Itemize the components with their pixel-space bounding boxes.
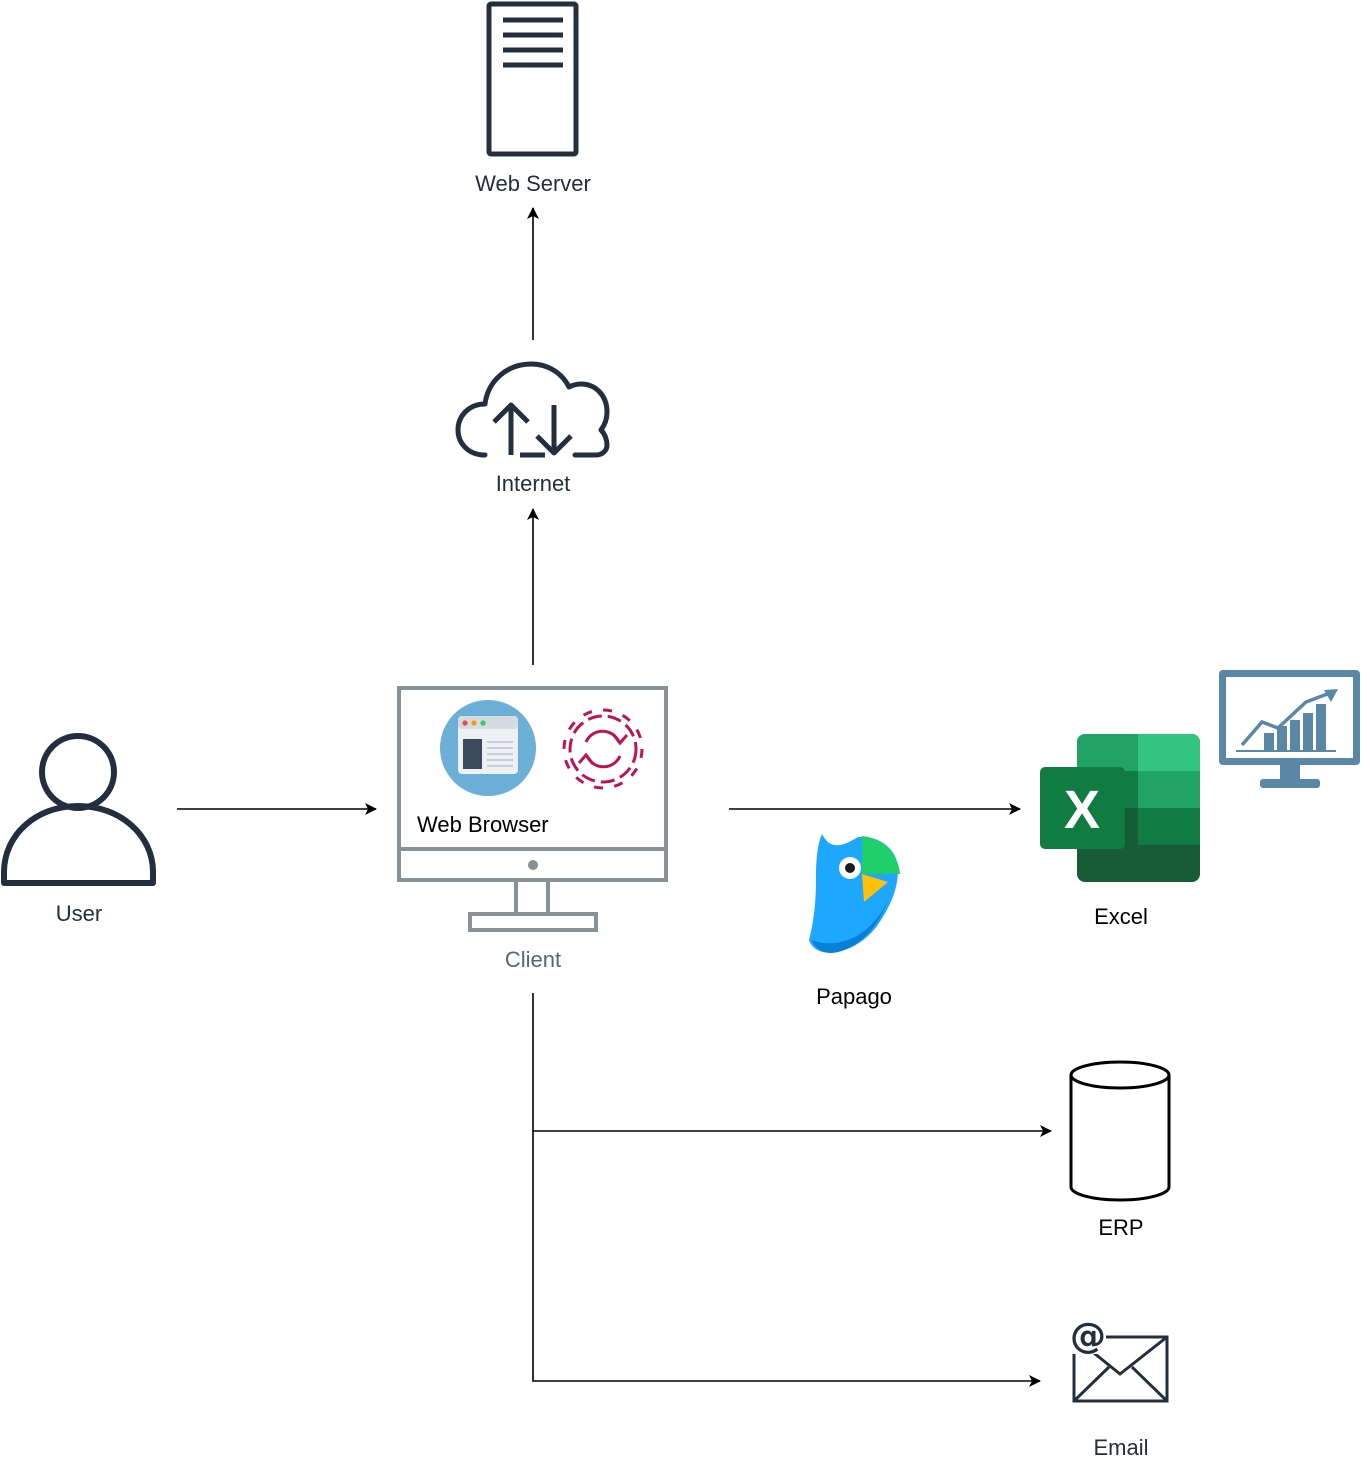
email-at-symbol: @ [1070, 1316, 1106, 1357]
excel-label: Excel [1094, 904, 1148, 929]
erp-node[interactable]: ERP [1069, 1060, 1171, 1240]
web-browser-label: Web Browser [417, 812, 549, 837]
email-envelope-icon: @ [1070, 1316, 1169, 1403]
edge-client-to-email [532, 1131, 1041, 1387]
papago-node[interactable]: Papago [809, 834, 900, 1009]
cloud-upload-download-icon [455, 361, 610, 458]
user-node[interactable]: User [1, 733, 156, 926]
database-cylinder-icon [1069, 1060, 1171, 1202]
erp-label: ERP [1098, 1215, 1143, 1240]
excel-node[interactable]: X Excel [1040, 670, 1360, 929]
web-server-node[interactable]: Web Server [475, 1, 591, 196]
internet-label: Internet [496, 471, 571, 496]
papago-parrot-icon [809, 834, 900, 953]
analytics-monitor-icon [1219, 670, 1360, 788]
excel-logo-letter: X [1064, 780, 1100, 840]
user-label: User [56, 901, 102, 926]
internet-node[interactable]: Internet [455, 361, 610, 496]
excel-logo-icon: X [1040, 734, 1200, 882]
gear-sync-icon [562, 708, 644, 790]
email-label: Email [1093, 1435, 1148, 1460]
papago-label: Papago [816, 984, 892, 1009]
client-label: Client [505, 947, 561, 972]
user-icon [1, 733, 156, 886]
browser-window-icon [440, 700, 536, 796]
client-node[interactable]: Web Browser Client [397, 686, 668, 972]
server-icon [486, 1, 579, 157]
email-node[interactable]: @ Email [1070, 1316, 1169, 1460]
edge-client-to-erp [532, 993, 1052, 1137]
desktop-monitor-icon [397, 686, 668, 932]
web-server-label: Web Server [475, 171, 591, 196]
edges [177, 207, 1052, 1387]
